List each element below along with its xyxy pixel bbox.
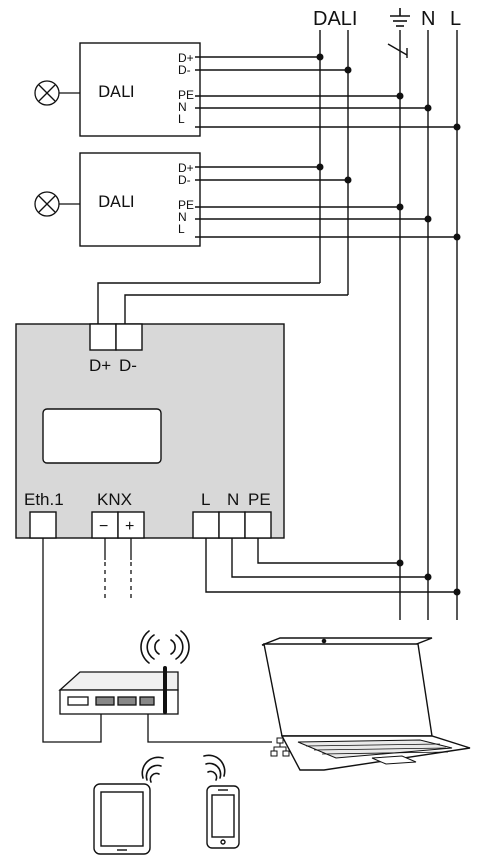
wifi-icon <box>140 630 190 664</box>
gateway-display <box>42 408 162 464</box>
ballast-2-terminal-dplus: D+ <box>178 161 194 175</box>
ballast-1-terminal-dminus: D- <box>178 63 191 77</box>
gateway-label-dplus: D+ <box>89 356 111 375</box>
gateway-label-pe: PE <box>248 490 271 509</box>
bus-label-n: N <box>421 8 435 30</box>
ground-icon <box>390 8 410 27</box>
terminal-dali-minus <box>115 323 143 351</box>
gateway-label-eth: Eth.1 <box>24 490 64 509</box>
network-icon <box>270 737 290 757</box>
terminal-dali-plus <box>89 323 117 351</box>
terminal-pe <box>244 511 272 539</box>
lamp-icon <box>34 80 80 106</box>
terminal-eth <box>29 511 57 539</box>
bus-label-dali: DALI <box>313 8 357 30</box>
gateway-label-n: N <box>227 490 239 509</box>
smartphone-icon <box>206 785 240 849</box>
ballast-1-terminal-l: L <box>178 112 185 126</box>
phone-wifi-icon <box>203 754 226 781</box>
ballast-2-name: DALI <box>98 192 135 211</box>
ballast-2-terminal-pe: PE <box>178 198 194 212</box>
terminal-n <box>218 511 246 539</box>
ballast-1: DALI D+ D- PE N L <box>34 42 461 137</box>
tablet-wifi-icon <box>141 756 164 783</box>
ballast-2-terminal-l: L <box>178 222 185 236</box>
ethernet-wiring <box>42 538 272 743</box>
bus-label-l: L <box>450 8 461 30</box>
knx-minus-sign: − <box>99 518 108 535</box>
terminal-knx-plus <box>117 511 145 539</box>
ballast-1-name: DALI <box>98 82 135 101</box>
gateway-label-dminus: D- <box>119 356 137 375</box>
dali-bus-to-gateway <box>97 282 348 326</box>
terminal-l <box>192 511 220 539</box>
ballast-1-terminal-n: N <box>178 100 187 114</box>
switch-symbol <box>387 43 408 58</box>
gateway: D+ D- Eth.1 KNX − + L N PE <box>15 323 285 539</box>
terminal-knx-minus <box>91 511 119 539</box>
tablet-icon <box>93 783 151 855</box>
ballast-2: DALI D+ D- PE N L <box>34 152 461 247</box>
gateway-label-knx: KNX <box>97 490 132 509</box>
gateway-label-l: L <box>201 490 210 509</box>
ballast-1-box <box>79 42 201 137</box>
ballast-1-terminal-dplus: D+ <box>178 51 194 65</box>
ballast-2-terminal-n: N <box>178 210 187 224</box>
ballast-1-terminal-pe: PE <box>178 88 194 102</box>
power-wiring <box>205 538 457 593</box>
lamp-icon <box>34 191 80 217</box>
ballast-2-terminal-dminus: D- <box>178 173 191 187</box>
laptop-icon <box>261 637 471 771</box>
knx-bus-lines <box>104 538 132 600</box>
ballast-2-box <box>79 152 201 247</box>
router-icon <box>58 666 179 715</box>
knx-plus-sign: + <box>125 518 134 535</box>
